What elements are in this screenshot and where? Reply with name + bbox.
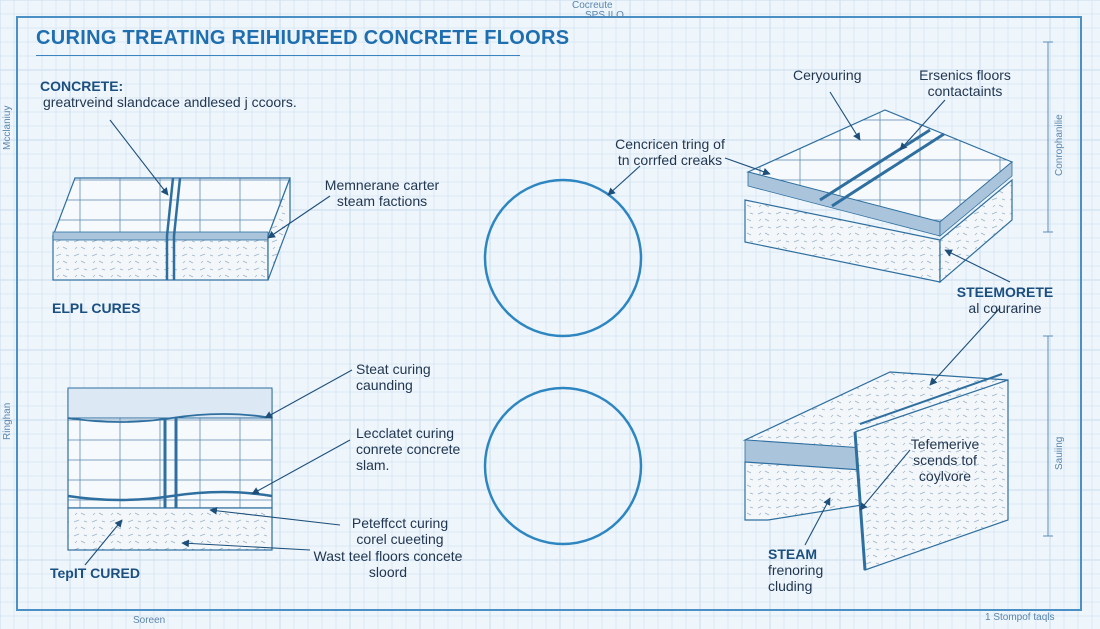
page-title: CURING TREATING REIHIUREED CONCRETE FLOO… bbox=[36, 27, 570, 49]
drawing-frame bbox=[16, 16, 1082, 611]
margin-note-left-upper: Mcclaniuy bbox=[2, 105, 13, 150]
margin-note-bottom-right: 1 Stompof taqls bbox=[985, 612, 1055, 623]
slab-bottom-right bbox=[742, 371, 1009, 571]
label-ceryouring: Ceryouring bbox=[793, 67, 862, 83]
label-elpl-cures: ELPL CURES bbox=[52, 300, 141, 316]
circle-lower bbox=[483, 386, 643, 546]
margin-note-bottom-left: Soreen bbox=[133, 615, 166, 626]
margin-note-right-lower: Sauiing bbox=[1054, 436, 1065, 470]
circle-upper bbox=[483, 178, 643, 338]
dimension-lines bbox=[1043, 41, 1053, 537]
top-note-1: Cocreute bbox=[572, 0, 613, 11]
margin-note-left-lower: Ringhan bbox=[2, 402, 13, 440]
margin-note-right-upper: Conrophanilie bbox=[1054, 114, 1065, 176]
title-underline bbox=[36, 55, 520, 56]
label-steemorete: STEEMORETE al courarine bbox=[956, 284, 1054, 316]
label-steam: STEAM frenoring cluding bbox=[768, 546, 824, 594]
label-concrete-heading: CONCRETE: bbox=[40, 78, 124, 94]
slab-top-left bbox=[52, 177, 291, 281]
slab-bottom-left bbox=[67, 387, 273, 551]
label-concrete-desc: greatrveind slandcace andlesed j ccoors. bbox=[43, 94, 297, 110]
label-tep-cured: TepIT CURED bbox=[50, 565, 140, 581]
top-note-2: SPS ILO bbox=[585, 10, 624, 21]
leader-arrows bbox=[84, 91, 1011, 566]
